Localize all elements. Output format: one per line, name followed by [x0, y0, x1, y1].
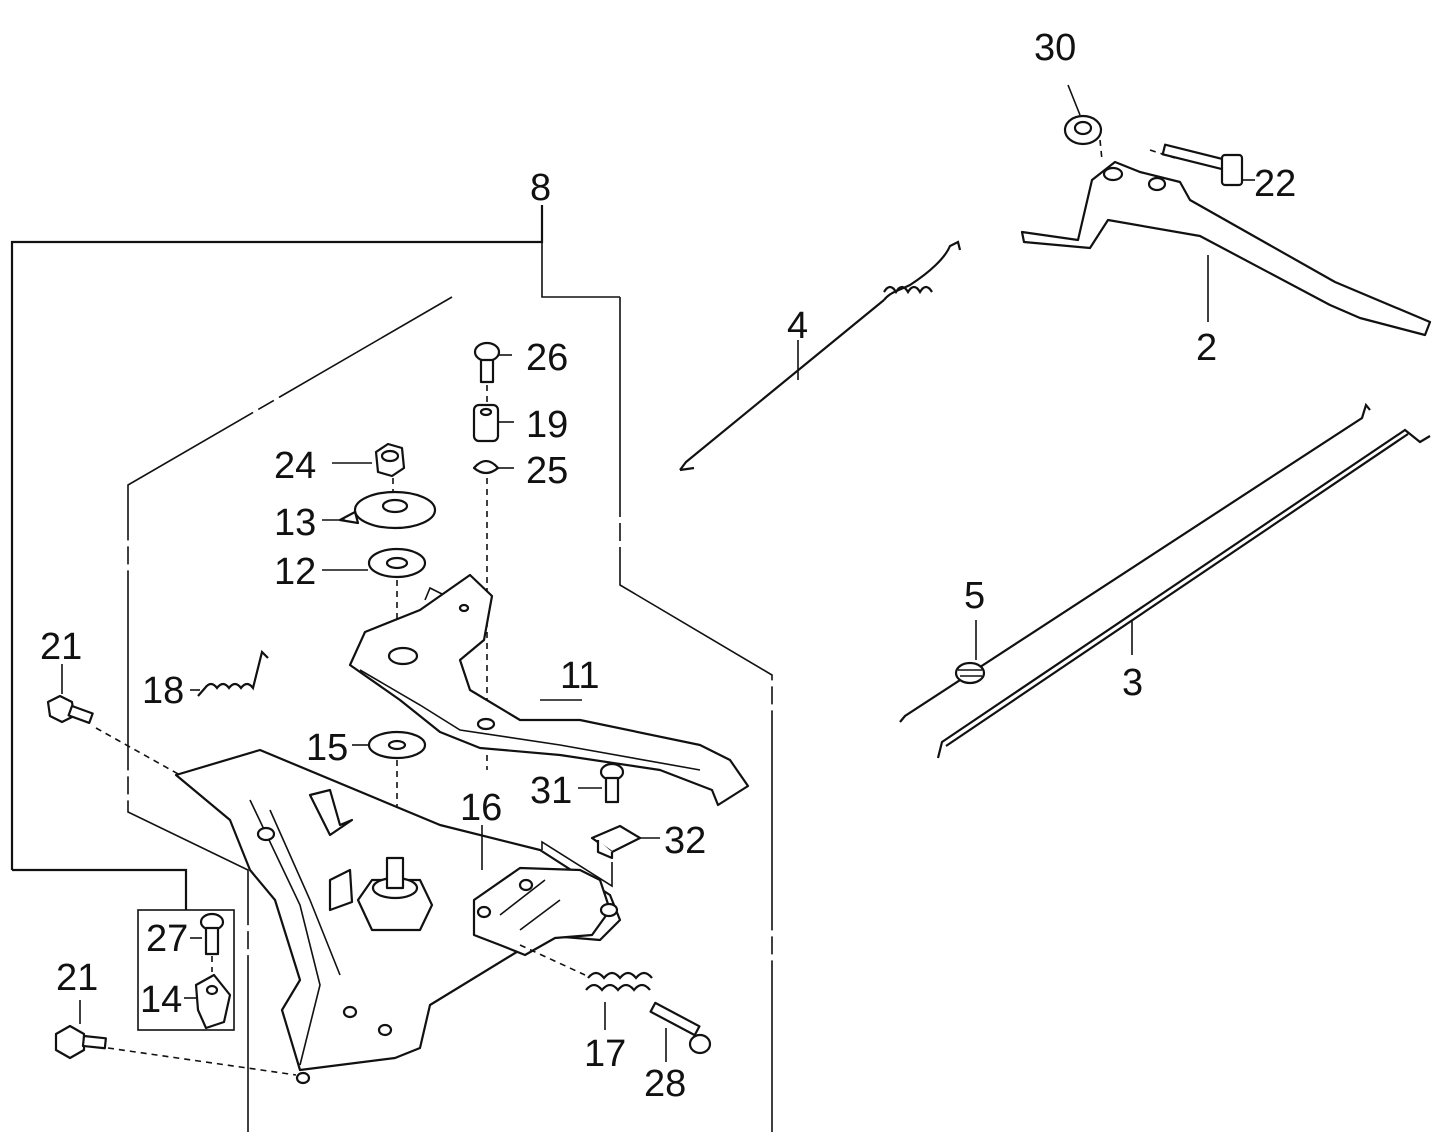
bolt-part-21-lower [54, 1000, 297, 1076]
label-part-26: 26 [526, 337, 568, 379]
label-part-19: 19 [526, 404, 568, 446]
bracket-box [472, 840, 619, 957]
swivel-part-19 [472, 403, 514, 443]
clip-part-32 [590, 824, 660, 860]
label-part-21-upper: 21 [40, 626, 82, 668]
spring-part-17 [519, 944, 653, 1030]
bolt-part-26 [473, 341, 512, 402]
label-part-28: 28 [644, 1063, 686, 1105]
label-part-11: 11 [560, 655, 599, 697]
washer-part-12 [322, 547, 427, 640]
label-part-16: 16 [460, 787, 502, 829]
label-part-5: 5 [964, 575, 985, 617]
label-part-17: 17 [584, 1033, 626, 1075]
label-part-32: 32 [664, 820, 706, 862]
label-part-3: 3 [1122, 662, 1143, 704]
label-part-18: 18 [142, 670, 184, 712]
spring-part-18 [190, 649, 269, 697]
label-part-4: 4 [787, 305, 808, 347]
lever-part-11 [348, 573, 750, 807]
label-part-22: 22 [1254, 163, 1296, 205]
label-part-13: 13 [274, 502, 316, 544]
label-part-12: 12 [274, 551, 316, 593]
label-part-25: 25 [526, 450, 568, 492]
clip-part-14 [184, 973, 232, 1030]
label-part-24: 24 [274, 445, 316, 487]
label-part-2: 2 [1196, 327, 1217, 369]
label-part-31: 31 [530, 770, 572, 812]
label-part-14: 14 [140, 979, 182, 1021]
label-part-15: 15 [306, 727, 348, 769]
bolt-part-22 [1149, 143, 1255, 187]
assembly-frame [10, 205, 773, 1132]
boss-stud [356, 856, 434, 932]
label-part-27: 27 [146, 918, 188, 960]
bolt-part-28 [649, 1001, 712, 1062]
nut-part-24 [332, 442, 406, 495]
bolt-part-21-upper [46, 664, 181, 776]
label-part-21-lower: 21 [56, 957, 98, 999]
label-part-8: 8 [530, 167, 551, 209]
spring-part-5 [954, 620, 986, 685]
bolt-part-31 [578, 762, 625, 804]
bracket-part-2 [1020, 160, 1432, 337]
rod-part-4 [679, 240, 962, 472]
label-part-30: 30 [1034, 27, 1076, 69]
nut-part-30 [1063, 84, 1103, 161]
plate-part-13 [322, 490, 437, 530]
cable-part-3 [899, 402, 1431, 759]
bolt-part-27 [190, 912, 225, 972]
